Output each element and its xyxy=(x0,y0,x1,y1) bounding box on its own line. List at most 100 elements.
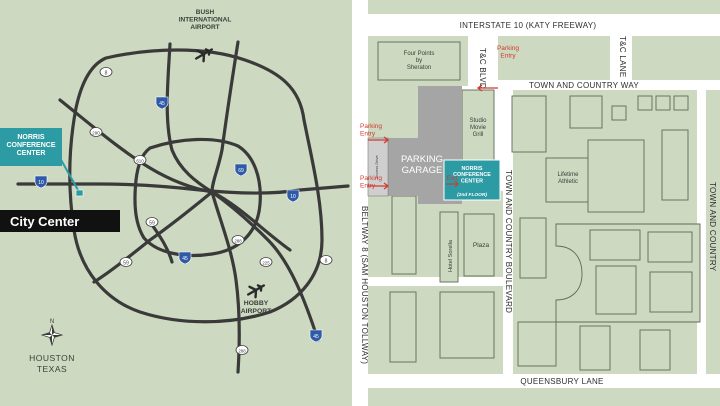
city-center-box xyxy=(0,210,120,232)
tc-blvd-label: T&C BLVD xyxy=(478,48,487,89)
svg-text:59: 59 xyxy=(123,261,129,267)
svg-text:8: 8 xyxy=(105,71,108,77)
area-map: 8 45 290 69 10 610 xyxy=(0,0,352,406)
hotel-sorella-building xyxy=(439,211,459,283)
shield-10-west: 10 xyxy=(34,175,48,189)
svg-text:290: 290 xyxy=(92,131,100,136)
svg-text:610: 610 xyxy=(136,159,144,164)
building-small-2 xyxy=(655,95,671,111)
four-points-building xyxy=(377,41,461,81)
compass-north-letter: N xyxy=(50,319,54,325)
building-s1 xyxy=(517,321,557,367)
shield-59-southwest: 59 xyxy=(145,217,159,227)
mall-wing-4 xyxy=(649,271,693,313)
i-45-north-highway xyxy=(165,42,214,194)
airplane-icon xyxy=(195,48,213,63)
compass-rose: N xyxy=(40,319,64,347)
shield-59-south: 59 xyxy=(119,257,133,267)
highway-225 xyxy=(210,190,292,252)
tc-lane-label: T&C LANE xyxy=(618,36,627,78)
parking-arrow-icon xyxy=(476,84,498,92)
svg-text:10: 10 xyxy=(290,194,296,200)
building-s2 xyxy=(579,325,611,371)
parking-garage xyxy=(368,86,498,204)
building-sc-1 xyxy=(519,217,547,279)
us-59-south-highway xyxy=(92,190,214,284)
plaza-building xyxy=(463,213,495,277)
state-name: TEXAS xyxy=(37,364,67,374)
beltway-8-label: BELTWAY 8 (SAM HOUSTON TOLLWAY) xyxy=(360,206,369,364)
shield-288: 288 xyxy=(231,235,245,245)
highway-288 xyxy=(210,190,241,374)
building-small-1 xyxy=(637,95,653,111)
shield-69: 69 xyxy=(234,163,248,177)
mall-wing-1 xyxy=(589,229,641,261)
plaza-label: Plaza xyxy=(473,242,490,249)
shield-288-south: 288 xyxy=(235,345,249,355)
block-north-center xyxy=(498,36,610,80)
building-east-2 xyxy=(661,129,689,201)
city-name: HOUSTON xyxy=(29,353,75,363)
loop-610 xyxy=(133,137,262,258)
callout-pointer xyxy=(59,157,79,191)
i-45-south-highway xyxy=(210,190,320,342)
norris-location-marker xyxy=(75,189,84,197)
building-small-4 xyxy=(611,105,627,121)
area-map-background xyxy=(0,0,352,406)
city-center-label: City Center xyxy=(10,214,79,229)
building-n2 xyxy=(569,95,603,129)
shield-10-east: 10 xyxy=(286,189,300,203)
mall-wing-2 xyxy=(647,231,693,263)
svg-text:288: 288 xyxy=(234,239,242,244)
shield-610: 610 xyxy=(133,155,147,165)
highway-shields: 8 45 290 69 10 610 xyxy=(34,67,333,355)
building-small-3 xyxy=(673,95,689,111)
map-divider xyxy=(352,0,358,406)
buildings xyxy=(377,41,701,371)
building-east-1 xyxy=(587,139,645,213)
svg-text:8: 8 xyxy=(325,259,328,265)
airplane-icon xyxy=(247,284,265,299)
studio-movie-grill-building xyxy=(461,89,495,161)
garage-access-drive xyxy=(367,137,389,197)
town-country-blvd-label: TOWN AND COUNTRY BOULEVARD xyxy=(504,170,513,313)
shield-45-south: 45 xyxy=(178,251,192,265)
us-59-north-highway xyxy=(210,40,240,194)
hotel-sorella-label: Hotel Sorella xyxy=(448,239,454,272)
svg-text:69: 69 xyxy=(238,168,244,174)
exit-arrow-icon xyxy=(446,180,459,188)
block-north-east xyxy=(632,36,720,80)
interstate-10-label: INTERSTATE 10 (KATY FREEWAY) xyxy=(460,21,597,30)
svg-text:225: 225 xyxy=(262,261,270,266)
shield-225: 225 xyxy=(259,257,273,267)
highway-290 xyxy=(58,98,214,194)
shield-290: 290 xyxy=(89,127,103,137)
norris-callout-box xyxy=(0,128,62,166)
building-s3 xyxy=(639,329,671,371)
block-far-east xyxy=(706,90,720,374)
town-country-way-label: TOWN AND COUNTRY WAY xyxy=(529,81,639,90)
block-south-strip xyxy=(368,388,720,406)
shield-8-north: 8 xyxy=(99,67,113,77)
parking-arrow-icon xyxy=(368,136,390,144)
norris-conference-center xyxy=(443,159,501,201)
mall-wing-3 xyxy=(595,265,637,315)
town-country-east-label: TOWN AND COUNTRY xyxy=(708,182,717,272)
queensbury-lane-label: QUEENSBURY LANE xyxy=(520,377,603,386)
